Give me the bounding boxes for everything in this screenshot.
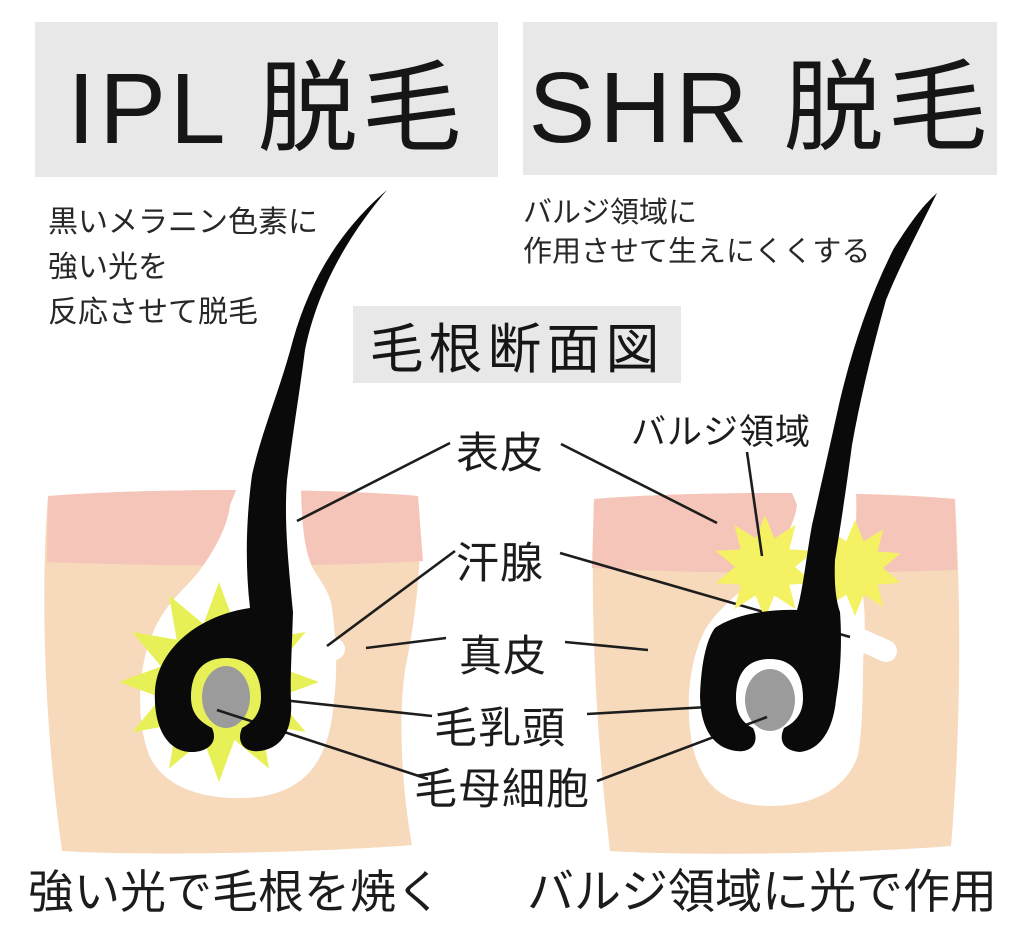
shr-description-line: 作用させて生えにくくする (523, 236, 871, 268)
left-hair-follicle (154, 190, 387, 753)
bulge-line (745, 451, 764, 557)
label-sweat-gland: 汗腺 (456, 540, 544, 588)
label-dermis: 真皮 (459, 633, 547, 681)
diagram-title: 毛根断面図 (369, 320, 665, 380)
ipl-description-line: 強い光を (48, 251, 168, 284)
label-bulge-region: バルジ領域 (631, 413, 812, 452)
right-hair-papilla (745, 669, 795, 731)
shr-header-panel: SHR 脱毛 (523, 22, 997, 175)
right-hair-follicle (700, 193, 937, 752)
diagram-title-panel: 毛根断面図 (353, 306, 681, 383)
label-epidermis: 表皮 (456, 430, 544, 478)
ipl-header-panel: IPL 脱毛 (35, 22, 498, 177)
papilla-line-right (586, 705, 709, 716)
ipl-header-title: IPL 脱毛 (67, 53, 466, 165)
left-hair-papilla (202, 666, 250, 728)
ipl-caption: 強い光で毛根を焼く (28, 866, 442, 918)
ipl-description: 黒いメラニン色素に 強い光を 反応させて脱毛 (48, 200, 318, 335)
papilla-line-left (281, 698, 433, 718)
shr-caption: バルジ領域に光で作用 (527, 865, 997, 918)
shr-description: バルジ領域に 作用させて生えにくくする (523, 194, 870, 272)
label-hair-papilla: 毛乳頭 (434, 705, 566, 753)
ipl-description-line: 反応させて脱毛 (48, 296, 258, 329)
label-hair-matrix: 毛母細胞 (414, 766, 590, 814)
left-sweat-gland (294, 622, 345, 660)
dermis-line-left (365, 636, 447, 650)
shr-description-line: バルジ領域に (523, 197, 698, 229)
ipl-description-line: 黒いメラニン色素に (48, 206, 318, 239)
epidermis-line-left (296, 441, 451, 523)
sweat-gland-line-left (326, 549, 456, 648)
right-light-burst-1 (715, 515, 815, 619)
dermis-line-right (564, 640, 649, 652)
right-sweat-gland (837, 623, 897, 662)
shr-header-title: SHR 脱毛 (528, 52, 992, 164)
epidermis-line-right (560, 442, 718, 525)
